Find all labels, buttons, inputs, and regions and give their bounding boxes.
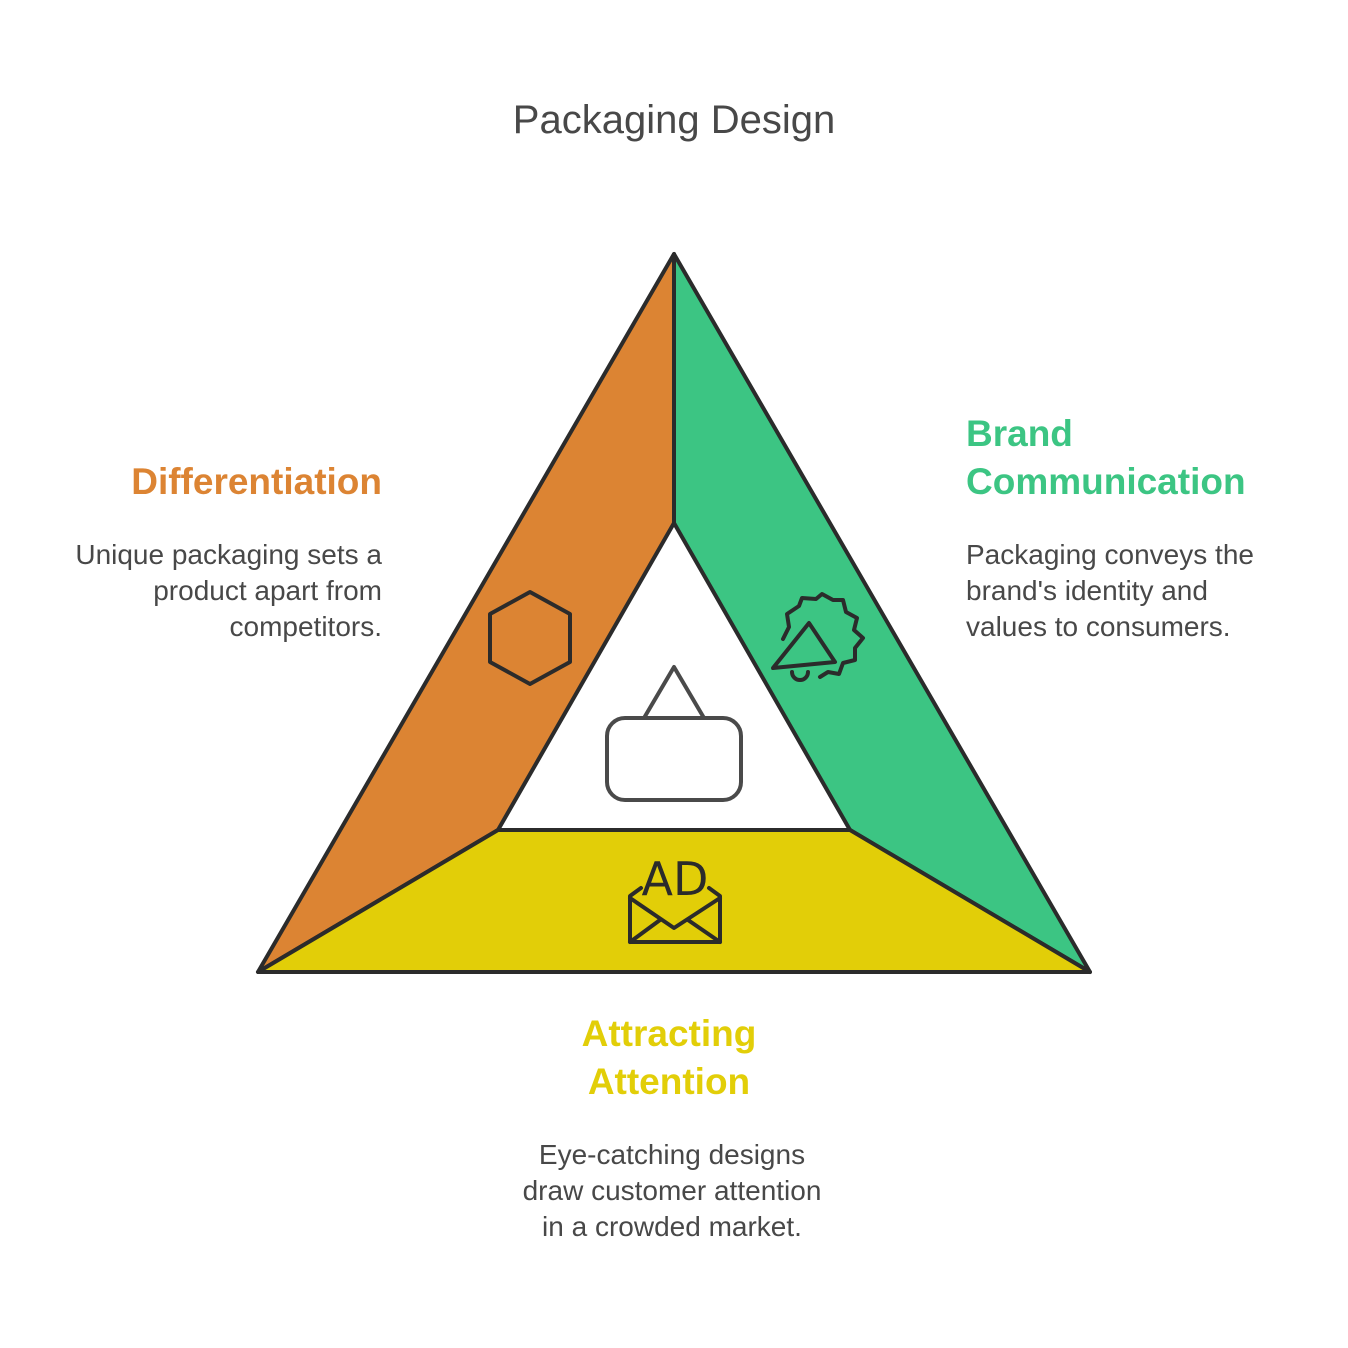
- attracting-attention-segment: [256, 828, 1092, 974]
- heading-line: Communication: [966, 461, 1246, 502]
- heading-line: Attention: [587, 1061, 751, 1102]
- differentiation-heading: Differentiation: [131, 461, 382, 502]
- ad-text: AD: [642, 852, 709, 906]
- hexagon-icon: [488, 590, 572, 686]
- attracting-attention-heading: Attracting Attention: [0, 1010, 1338, 1106]
- attracting-attention-description: Eye-catching designs draw customer atten…: [0, 1137, 1344, 1245]
- desc-line: draw customer attention: [522, 1175, 822, 1206]
- diagram-title: Packaging Design: [512, 98, 836, 142]
- desc-line: values to consumers.: [966, 611, 1231, 642]
- hanging-sign-icon: [605, 665, 743, 802]
- ad-envelope-icon: AD: [628, 852, 722, 944]
- desc-line: product apart from: [153, 575, 382, 606]
- desc-line: Eye-catching designs: [538, 1139, 806, 1170]
- desc-line: brand's identity and: [966, 575, 1208, 606]
- megaphone-badge-icon: [771, 592, 865, 682]
- desc-line: competitors.: [229, 611, 383, 642]
- brand-communication-description: Packaging conveys the brand's identity a…: [966, 537, 1254, 645]
- differentiation-description: Unique packaging sets a product apart fr…: [75, 537, 382, 645]
- desc-line: Unique packaging sets a: [75, 539, 382, 570]
- desc-line: in a crowded market.: [542, 1211, 802, 1242]
- desc-line: Packaging conveys the: [966, 539, 1254, 570]
- brand-communication-heading: Brand Communication: [966, 410, 1246, 506]
- heading-line: Attracting: [581, 1013, 757, 1054]
- heading-line: Brand: [966, 413, 1073, 454]
